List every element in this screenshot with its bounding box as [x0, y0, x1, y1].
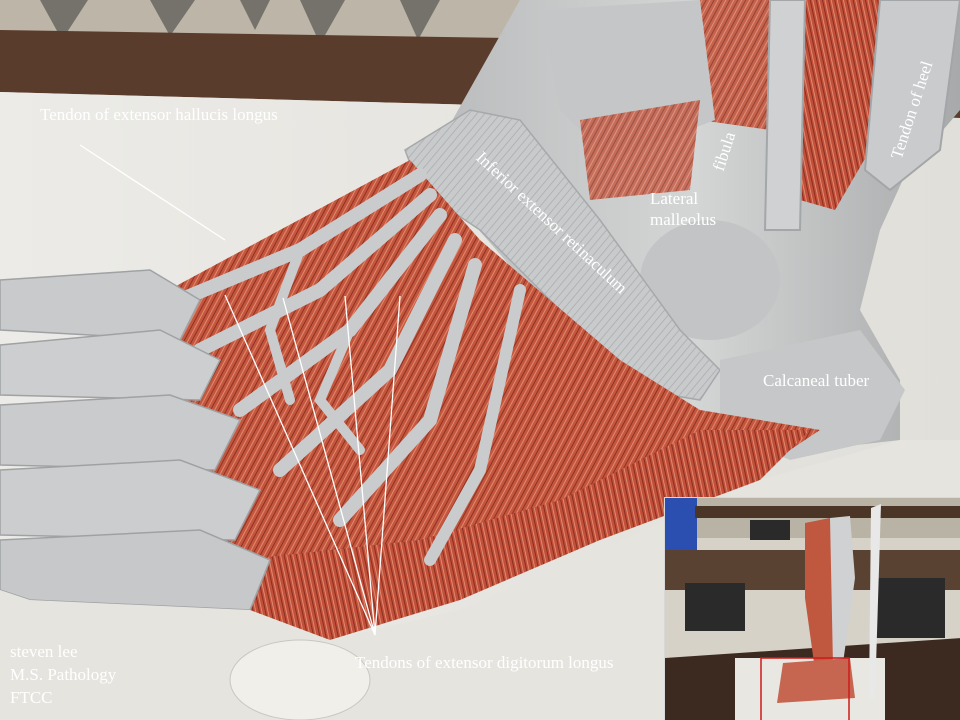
inset-scene [665, 498, 960, 720]
peroneal-muscle [700, 0, 780, 130]
tendon-of-heel-structure [863, 0, 960, 192]
label-lateral-malleolus-line2: malleolus [650, 210, 717, 230]
pointer-digitorum-3 [344, 295, 376, 636]
inset-overview-photo [664, 497, 960, 720]
fibula-structure [763, 0, 807, 231]
label-extensor-digitorum-longus: Tendons of extensor digitorum longus [355, 653, 614, 672]
lateral-foot-muscles [240, 430, 810, 640]
pointer-extensor-hallucis [79, 144, 226, 241]
label-extensor-hallucis-longus: Tendon of extensor hallucis longus [40, 105, 278, 124]
background-chairs [40, 0, 440, 44]
label-lateral-malleolus-line1: Lateral [650, 189, 699, 208]
label-calcaneal-tuber: Calcaneal tuber [763, 371, 870, 390]
calf-muscle [800, 0, 880, 210]
credit-degree: M.S. Pathology [10, 665, 117, 684]
credit-name: steven lee [10, 642, 78, 661]
lateral-malleolus-structure [640, 220, 780, 340]
pointer-digitorum-1 [224, 294, 376, 636]
inferior-extensor-retinaculum-band [404, 109, 721, 401]
toes [0, 269, 271, 611]
inset-foot-model [777, 658, 855, 703]
pointer-digitorum-4 [374, 295, 401, 636]
inset-chairs [685, 520, 945, 638]
author-credit: steven lee M.S. Pathology FTCC [10, 640, 116, 709]
credit-institution: FTCC [10, 688, 53, 707]
label-lateral-malleolus: Lateral malleolus [650, 188, 760, 231]
inset-stand-pole [869, 504, 881, 698]
inset-highlight-box [760, 657, 850, 720]
pointer-lines [79, 144, 401, 636]
ankle-muscle [580, 100, 700, 200]
extensor-tendons [173, 168, 526, 566]
base-stand [229, 639, 371, 720]
pointer-digitorum-2 [282, 297, 376, 636]
